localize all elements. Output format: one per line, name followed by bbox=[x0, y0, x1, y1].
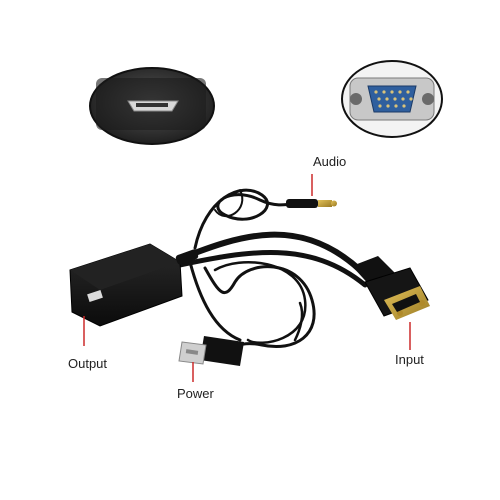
usb-plug bbox=[178, 336, 244, 366]
vga-port-closeup bbox=[341, 60, 443, 138]
power-label: Power bbox=[177, 386, 215, 401]
audio-jack bbox=[286, 199, 337, 208]
output-label: Output bbox=[68, 356, 107, 371]
cables bbox=[172, 188, 368, 354]
vga-connector bbox=[352, 256, 430, 320]
hdmi-port-closeup bbox=[89, 67, 215, 145]
pointer-lines bbox=[83, 174, 411, 382]
converter-box bbox=[69, 243, 199, 327]
input-label: Input bbox=[395, 352, 424, 367]
audio-label: Audio bbox=[313, 154, 346, 169]
